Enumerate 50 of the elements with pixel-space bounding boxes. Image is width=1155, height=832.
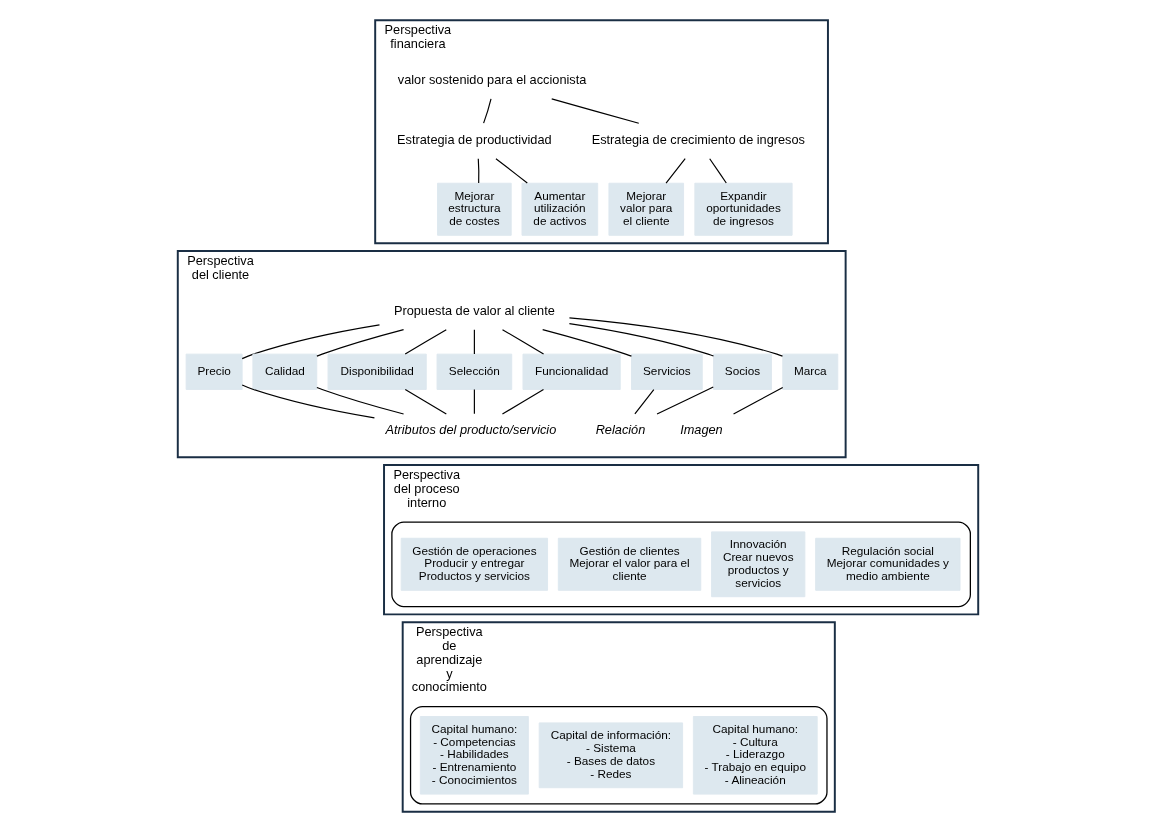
connector <box>550 98 639 124</box>
node-text: Estrategia de productividad <box>396 132 552 148</box>
node-box: Mejorar valor para el cliente <box>607 182 684 236</box>
node-box: Precio <box>185 353 243 390</box>
connector <box>501 388 544 415</box>
node-text: Relación <box>595 422 645 438</box>
node-box: Expandir oportunidades de ingresos <box>693 182 793 236</box>
node-box: Innovación Crear nuevos productos y servicios <box>710 531 805 598</box>
connector <box>477 158 479 184</box>
node-text: Estrategia de crecimiento de ingresos <box>591 132 805 148</box>
connector <box>732 386 783 415</box>
node-box: Capital de información: - Sistema - Bases de datos - Redes <box>538 722 683 789</box>
node-box: Capital humano: - Competencias - Habilidades - Entrenamiento - Conocimientos <box>419 716 529 795</box>
cluster <box>390 521 971 608</box>
node-box: Regulación social Mejorar comunidades y medio ambiente <box>814 537 961 591</box>
node-box: Capital humano: - Cultura - Liderazgo - Trabajo en equipo - Alineación <box>692 716 818 795</box>
connector <box>404 329 447 355</box>
connector <box>473 388 475 415</box>
node-box: Gestión de clientes Mejorar el valor para el cliente <box>557 537 701 591</box>
node-text: Atributos del producto/servicio <box>385 422 556 438</box>
node-box: Calidad <box>251 353 317 390</box>
connector <box>655 386 714 415</box>
connector <box>665 158 686 184</box>
connector <box>541 329 632 357</box>
connector <box>708 158 727 184</box>
node-box: Aumentar utilización de activos <box>521 182 598 236</box>
node-box: Gestión de operaciones Producir y entregar Productos y servicios <box>400 537 548 591</box>
connector <box>494 158 528 184</box>
node-box: Mejorar estructura de costes <box>436 182 512 236</box>
connector <box>568 317 783 357</box>
cluster <box>409 706 828 805</box>
connector <box>404 388 447 415</box>
connector <box>568 322 714 357</box>
node-box: Disponibilidad <box>327 353 427 390</box>
node-box: Selección <box>436 353 512 390</box>
node-box: Socios <box>712 353 772 390</box>
connector <box>241 384 375 419</box>
connector <box>315 386 404 415</box>
connector <box>501 329 544 355</box>
node-text: Imagen <box>679 422 723 438</box>
node-box: Marca <box>781 353 838 390</box>
connector <box>482 98 492 124</box>
node-text: Propuesta de valor al cliente <box>393 303 555 319</box>
connector <box>241 324 380 360</box>
connector <box>473 329 475 355</box>
connector <box>633 388 654 415</box>
connector <box>315 329 404 357</box>
node-text: valor sostenido para el accionista <box>397 72 586 88</box>
node-box: Funcionalidad <box>522 353 621 390</box>
node-box: Servicios <box>630 353 703 390</box>
